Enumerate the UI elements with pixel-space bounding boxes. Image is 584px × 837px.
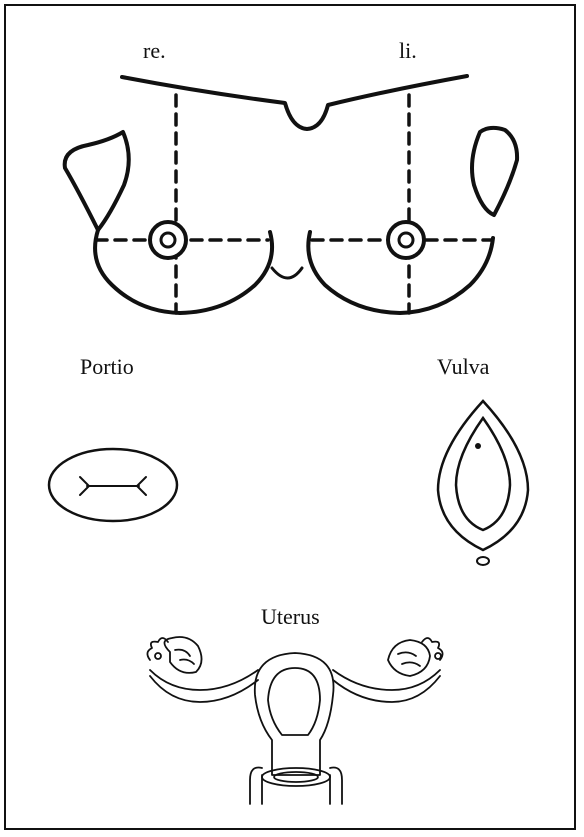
- portio-diagram-icon: [49, 449, 177, 521]
- breasts-diagram-icon: [65, 76, 517, 313]
- uterus-diagram-icon: [147, 637, 442, 804]
- vulva-diagram-icon: [438, 401, 528, 565]
